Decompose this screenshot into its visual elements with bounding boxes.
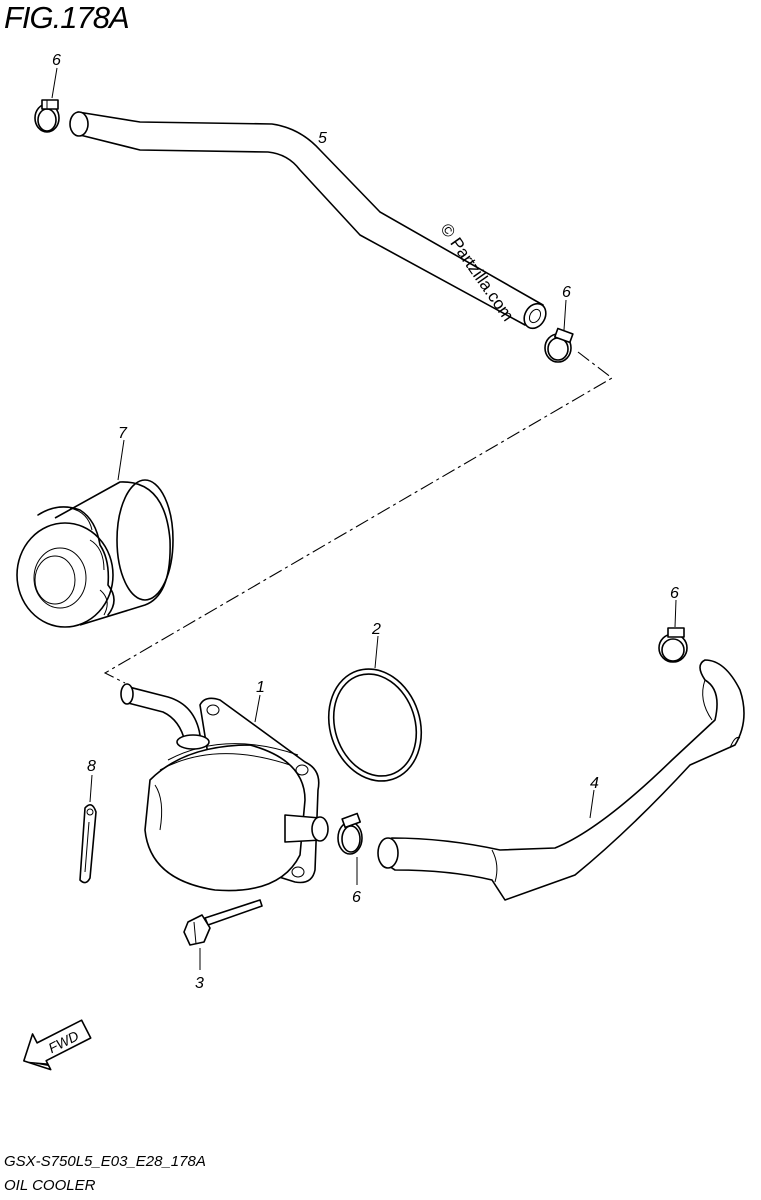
callout-clamp-b: 6 — [562, 284, 571, 301]
callout-hose-lower: 4 — [590, 775, 599, 792]
oil-filter-7[interactable] — [16, 479, 174, 628]
leader-2 — [374, 635, 379, 669]
lower-hose-4[interactable] — [377, 659, 745, 901]
callout-hose-upper: 5 — [318, 130, 327, 147]
connection-line — [103, 351, 613, 684]
clamp-strip-8[interactable] — [79, 804, 97, 884]
leader-7 — [117, 439, 125, 481]
callout-clamp-strip: 8 — [87, 758, 96, 775]
callout-clamp-c: 6 — [352, 889, 361, 906]
section-name: OIL COOLER — [4, 1177, 96, 1194]
callout-cooler: 1 — [256, 679, 265, 696]
model-code: GSX-S750L5_E03_E28_178A — [4, 1153, 206, 1170]
callout-oring: 2 — [371, 621, 381, 638]
clamp-6-lower-middle[interactable] — [337, 812, 363, 855]
bolt-3[interactable] — [183, 899, 263, 946]
callout-bolt: 3 — [195, 975, 204, 992]
fwd-arrow-icon: FWD — [23, 1019, 92, 1071]
leader-6b — [563, 299, 567, 331]
callout-filter: 7 — [118, 425, 128, 442]
leader-4 — [589, 789, 595, 819]
leader-8 — [89, 774, 93, 803]
leader-1 — [254, 694, 261, 723]
oil-cooler-1[interactable] — [120, 683, 329, 892]
o-ring-2[interactable] — [315, 657, 436, 793]
figure-title: FIG.178A — [4, 0, 130, 35]
clamp-6-upper-right[interactable] — [544, 327, 574, 363]
leader-6d — [674, 599, 677, 628]
clamp-6-right[interactable] — [658, 627, 688, 663]
callout-clamp-a: 6 — [52, 52, 61, 69]
callout-clamp-d: 6 — [670, 585, 679, 602]
clamp-6-top-left[interactable] — [34, 99, 60, 133]
leader-6a — [51, 67, 58, 99]
upper-hose-5[interactable] — [69, 111, 550, 332]
